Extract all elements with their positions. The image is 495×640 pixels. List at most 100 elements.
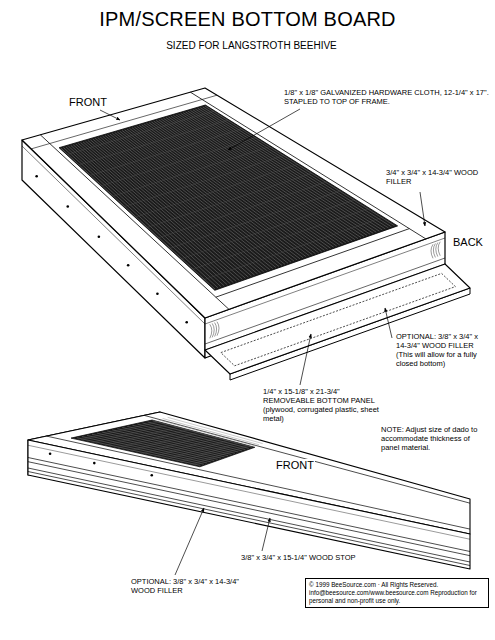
leader-line [385,308,392,338]
end-grain [431,244,433,258]
front-face [28,440,470,569]
mesh-wire [112,133,279,266]
mesh-wire [110,134,276,268]
mesh-wire [68,111,214,154]
mesh-wire [171,116,352,241]
mesh-wire [105,135,270,269]
mesh-wire [81,422,158,440]
mesh-wire [129,128,300,259]
dado-line [28,458,470,552]
mesh-wire [159,182,326,238]
mesh-wire [155,438,217,456]
callout: 1/8" x 1/8" GALVANIZED HARDWARE CLOTH, 1… [283,88,490,106]
mesh-wire [118,430,188,448]
end-grain [433,243,435,257]
callout: OPTIONAL: 3/8" x 3/4" x 14-3/4" WOOD FIL… [130,577,252,595]
dado-line [28,445,470,539]
mesh-wire [125,130,295,261]
mesh-wire [176,115,358,239]
mesh-wire [178,114,361,238]
end-grain [215,323,217,337]
mesh-wire [205,217,383,279]
end-grain [212,323,214,337]
end-grain [217,322,219,336]
mesh-wire [198,108,386,229]
nail-hole [35,175,38,178]
mesh-wire [71,145,227,284]
leader-line [175,508,204,575]
view-label: FRONT [68,96,108,109]
end-grain [436,243,438,257]
leader-line [262,518,270,551]
copyright-text: © 1999 BeeSource.com · All Rights Reserv… [309,581,485,605]
mesh-wire [117,132,285,265]
leader-line [300,334,311,385]
mesh-wire [91,129,242,175]
mesh-wire [61,148,215,289]
mesh-wire [125,155,284,206]
callout: 1/4" x 15-1/8" x 21-3/4" REMOVEABLE BOTT… [262,387,386,423]
nail-hole [66,205,69,208]
leader-line [228,109,300,150]
hardware-cloth [59,105,398,290]
mesh-wire [193,209,368,269]
mesh-wire [190,110,376,232]
mesh-wire [78,143,236,281]
callout: 3/8" x 3/4" x 15-1/4" WOOD STOP [240,553,392,562]
mesh-wire [66,147,221,287]
mesh-wire [200,108,388,228]
mesh-wire [122,130,291,262]
dado-line [28,468,470,562]
mesh-wire [130,433,197,451]
mesh-wire [203,107,392,227]
view-label: FRONT [275,459,315,472]
end-grain [438,242,440,256]
callout: OPTIONAL: 3/8" x 3/4" x 14-3/4" WOOD FIL… [395,332,491,368]
mesh-wire [164,118,343,244]
view-label: BACK [452,236,484,249]
mesh-wire [83,142,242,280]
mesh-wire [76,144,234,283]
mesh-wire [192,446,247,465]
nail-hole [93,462,96,465]
frame-top [22,88,445,318]
mesh-wire [93,425,167,443]
mesh-wire [170,191,340,248]
copyright-box: © 1999 BeeSource.com · All Rights Reserv… [305,578,489,608]
mesh-wire [63,148,218,288]
mesh-wire [115,133,282,266]
mesh-wire [127,129,297,260]
nail-hole [98,235,101,238]
mesh-wire [183,113,367,236]
mesh-wire [79,120,228,165]
mesh-wire [205,106,394,226]
leader-line [420,192,425,226]
mesh-wire [102,138,256,186]
subtitle: SIZED FOR LANGSTROTH BEEHIVE [3,40,495,52]
mesh-wire [188,111,373,233]
mesh-wire [68,146,224,286]
mesh-wire [113,147,270,196]
mesh-wire [73,145,230,284]
mesh-wire [132,128,303,258]
nail-hole [150,474,153,477]
mesh-wire [166,118,346,243]
mesh-wire [107,135,272,269]
nail-hole [156,292,159,295]
nail-hole [127,264,130,267]
mesh-wire [182,200,355,259]
note: NOTE: Adjust size of dado to accommodate… [380,425,490,452]
mesh-wire [168,117,348,242]
mesh-wire [161,119,340,245]
mesh-wire [186,112,371,234]
dado-line [28,462,470,556]
end-grain [210,324,212,338]
title: IPM/SCREEN BOTTOM BOARD [0,8,495,31]
mesh-wire [148,173,313,227]
nail-hole [49,452,52,455]
mesh-wire [193,110,379,231]
mesh-wire [136,164,298,217]
mesh-wire [120,131,288,263]
leader-line [100,110,120,120]
